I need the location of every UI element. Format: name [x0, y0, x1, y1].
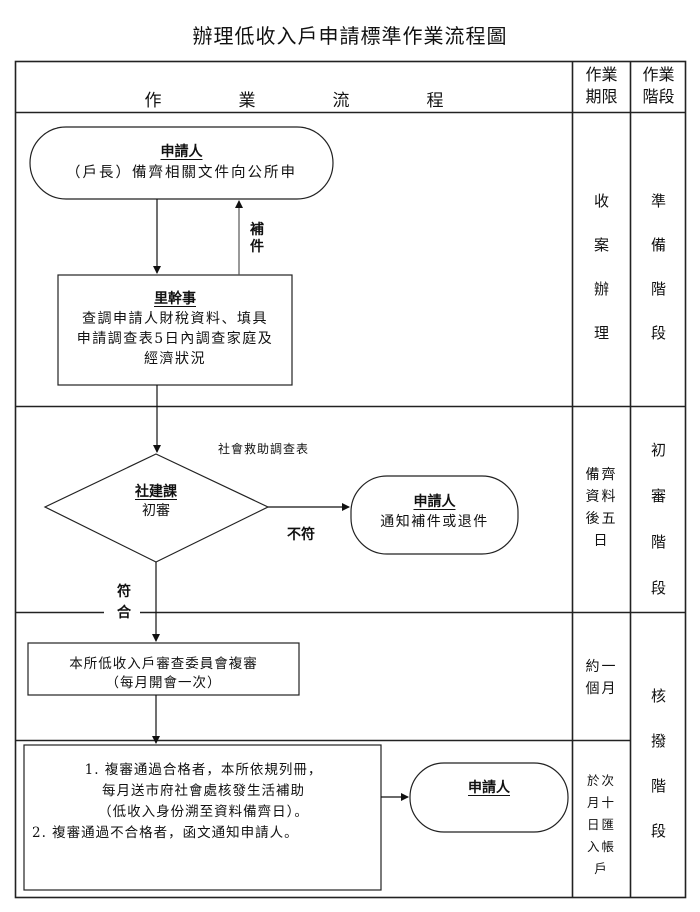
stage-char: 準 — [650, 192, 666, 210]
stage-initial: 初 審 階 段 — [631, 427, 686, 611]
period-line: 戶 — [594, 861, 609, 876]
label-char: 補 — [250, 222, 264, 238]
header-flow-char: 程 — [426, 91, 444, 111]
stage-char: 備 — [650, 236, 666, 254]
final-result-shape — [23, 744, 382, 891]
period-row3: 約一 個月 — [573, 656, 630, 700]
label-char: 合 — [117, 605, 131, 621]
stage-char: 階 — [650, 280, 666, 298]
header-stage: 作業 階段 — [631, 64, 686, 108]
stage-char: 階 — [650, 533, 666, 551]
header-flow-char: 流 — [332, 91, 350, 111]
period-char: 理 — [593, 324, 609, 342]
period-line: 個月 — [585, 681, 618, 697]
header-flow-char: 業 — [238, 91, 256, 111]
header-period-line: 期限 — [585, 87, 618, 106]
period-char: 辦 — [593, 280, 609, 298]
period-char: 收 — [593, 192, 609, 210]
period-line: 備齊 — [585, 467, 618, 483]
node-applicant-end: 申請人 — [410, 778, 568, 799]
node-line: 本所低收入戶審查委員會複審 — [69, 656, 258, 672]
table-border — [14, 60, 687, 899]
node-applicant-notify: 申請人 通知補件或退件 — [351, 492, 518, 532]
header-stage-line: 階段 — [642, 87, 675, 106]
label-char: 符 — [117, 584, 131, 600]
period-line: 後五 — [585, 511, 618, 527]
node-line: 查調申請人財稅資料、填具 — [82, 311, 268, 327]
node-title: 社建課 — [135, 484, 177, 500]
header-period-line: 作業 — [585, 65, 618, 84]
committee-review-shape — [27, 642, 300, 696]
node-final-result: 1. 複審通過合格者，本所依規列冊， 每月送市府社會處核發生活補助 （低收入身份… — [26, 760, 381, 844]
node-social-section: 社建課 初審 — [96, 483, 216, 521]
stage-approval: 核 撥 階 段 — [631, 674, 686, 854]
label-supplement: 補 件 — [250, 222, 266, 256]
label-char: 件 — [250, 239, 264, 255]
label-not-qualified: 不符 — [287, 527, 315, 543]
period-line: 於次 — [586, 773, 616, 788]
node-village-officer: 里幹事 查調申請人財稅資料、填具 申請調查表5日內調查家庭及 經濟狀況 — [58, 289, 292, 369]
period-row1: 收 案 辦 理 — [573, 179, 630, 355]
label-qualified: 符 合 — [114, 582, 134, 624]
node-title: 里幹事 — [154, 291, 196, 307]
village-officer-shape — [57, 274, 293, 386]
stage-char: 撥 — [650, 732, 666, 750]
node-committee-review: 本所低收入戶審查委員會複審 （每月開會一次） — [28, 655, 299, 693]
stage-char: 核 — [650, 687, 666, 705]
period-row4: 於次 月十 日匯 入帳 戶 — [573, 770, 630, 880]
node-line: 2. 複審通過不合格者，函文通知申請人。 — [32, 825, 299, 841]
stage-char: 段 — [650, 822, 666, 840]
period-line: 日匯 — [586, 817, 616, 832]
stage-char: 段 — [650, 579, 666, 597]
period-line: 資料 — [585, 489, 618, 505]
period-line: 入帳 — [586, 839, 616, 854]
period-line: 日 — [593, 533, 610, 549]
node-text: （戶長）備齊相關文件向公所申 — [66, 165, 297, 181]
node-text: 初審 — [142, 503, 170, 519]
node-line: 申請調查表5日內調查家庭及 — [76, 331, 274, 347]
period-line: 月十 — [586, 795, 616, 810]
header-period: 作業 期限 — [573, 64, 630, 108]
header-flow-label: 作 業 流 程 — [16, 86, 572, 111]
node-line: （低收入身份溯至資料備齊日）。 — [98, 804, 309, 820]
node-applicant-start: 申請人 （戶長）備齊相關文件向公所申 — [30, 142, 333, 184]
applicant-end-shape — [409, 762, 569, 833]
node-line: 經濟狀況 — [144, 351, 206, 367]
stage-char: 審 — [650, 487, 666, 505]
stage-prep: 準 備 階 段 — [631, 179, 686, 355]
period-char: 案 — [593, 236, 609, 254]
applicant-start-shape — [29, 126, 334, 200]
page-title: 辦理低收入戶申請標準作業流程圖 — [192, 24, 508, 48]
stage-char: 階 — [650, 777, 666, 795]
stage-char: 段 — [650, 324, 666, 342]
node-title: 申請人 — [413, 494, 456, 510]
node-title: 申請人 — [468, 780, 510, 796]
node-line: 每月送市府社會處核發生活補助 — [102, 783, 305, 799]
node-line: 1. 複審通過合格者，本所依規列冊， — [84, 762, 323, 778]
node-text: 通知補件或退件 — [380, 514, 489, 530]
header-stage-line: 作業 — [642, 65, 675, 84]
period-line: 約一 — [585, 659, 618, 675]
node-line: （每月開會一次） — [105, 675, 222, 691]
applicant-notify-shape — [350, 475, 519, 555]
period-row2: 備齊 資料 後五 日 — [573, 464, 630, 552]
header-flow-char: 作 — [144, 91, 162, 111]
label-survey-form: 社會救助調查表 — [218, 442, 310, 456]
stage-char: 初 — [650, 441, 666, 459]
node-title: 申請人 — [160, 144, 203, 160]
